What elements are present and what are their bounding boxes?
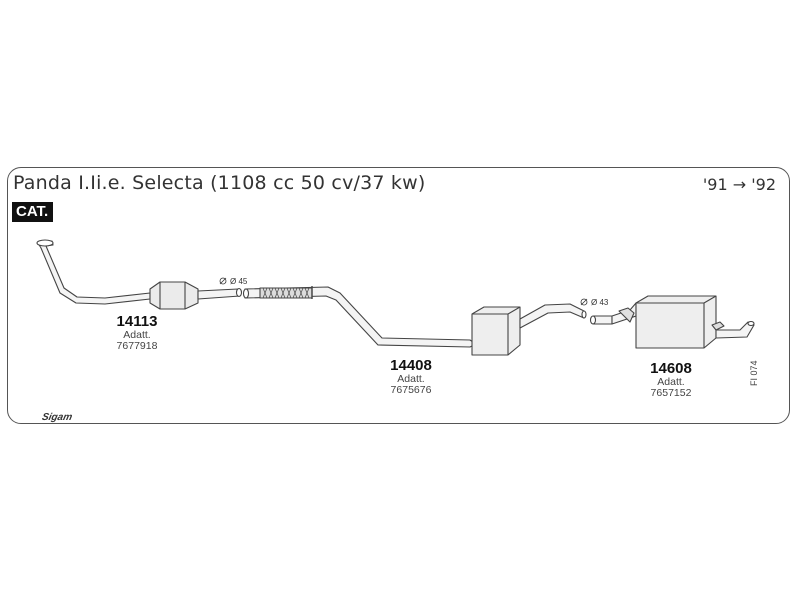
part-number: 14608 — [650, 360, 692, 377]
brand-logo: Sigam — [40, 412, 74, 423]
oem-number: 7657152 — [650, 386, 692, 399]
diameter-43-callout: Ø 43 — [580, 298, 609, 307]
rear-muffler-14608 — [589, 295, 755, 349]
year-range: '91 → '92 — [702, 175, 776, 194]
part-label-14608: 14608 Adatt. 7657152 — [641, 361, 701, 399]
adatt-label: Adatt. — [123, 328, 151, 341]
vehicle-title: Panda I.Ii.e. Selecta (1108 cc 50 cv/37 … — [13, 172, 426, 194]
oem-number: 7675676 — [390, 383, 432, 396]
flex-joint — [259, 287, 313, 299]
catalytic-converter — [149, 281, 199, 310]
figure-code: FI 074 — [749, 360, 759, 386]
cat-badge: CAT. — [12, 202, 54, 222]
part-label-14408: 14408 Adatt. 7675676 — [381, 358, 441, 396]
part-label-14113: 14113 Adatt. 7677918 — [107, 314, 167, 352]
center-section-14408 — [242, 286, 587, 356]
diameter-45-label: Ø 45 — [230, 277, 248, 286]
part-number: 14113 — [116, 313, 158, 330]
front-pipe-14113 — [36, 239, 243, 310]
adatt-label: Adatt. — [657, 375, 685, 388]
adatt-label: Adatt. — [397, 372, 425, 385]
diameter-43-label: Ø 43 — [591, 298, 609, 307]
oem-number: 7677918 — [116, 339, 158, 352]
part-number: 14408 — [390, 357, 432, 374]
diameter-45-callout: Ø 45 — [219, 277, 248, 286]
